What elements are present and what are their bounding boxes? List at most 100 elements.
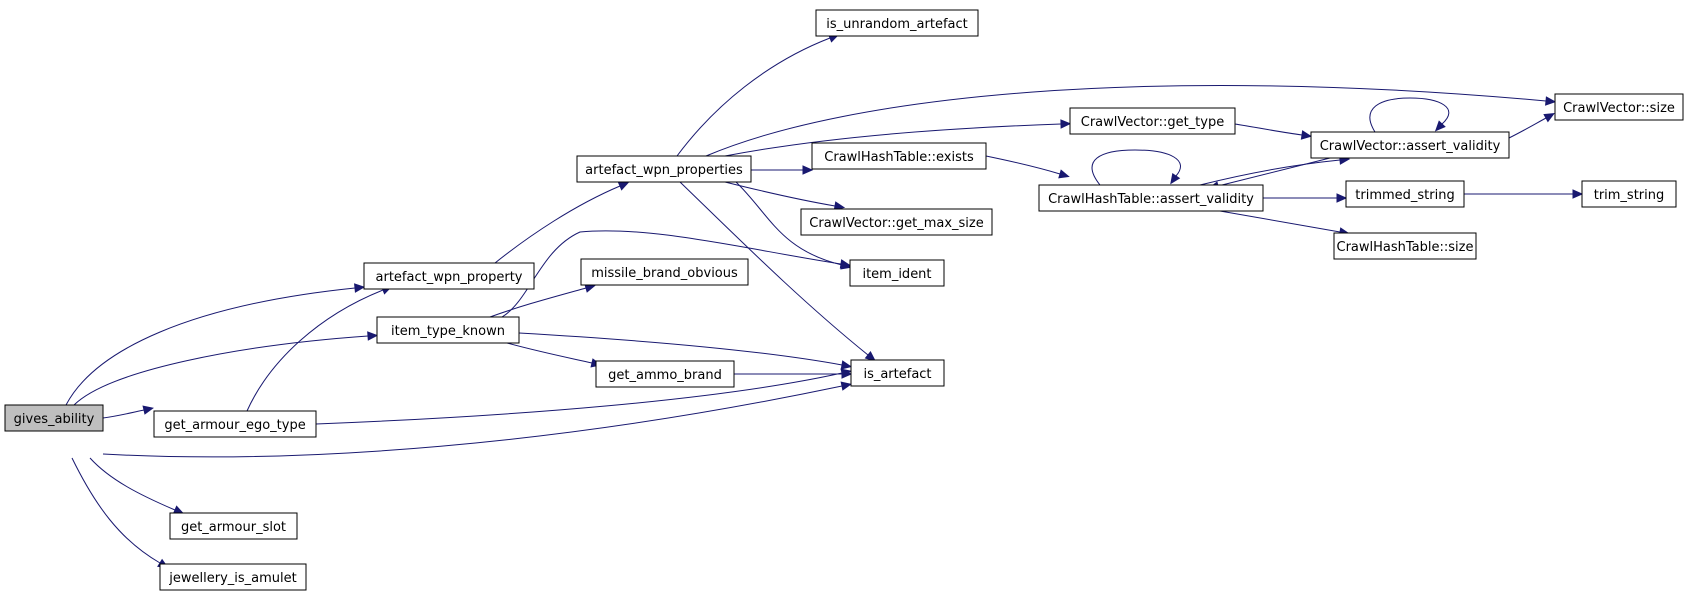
edge-line: [315, 372, 843, 425]
node-jewellery-is-amulet[interactable]: jewellery_is_amulet: [159, 563, 307, 591]
edge-arrowhead: [840, 360, 853, 370]
node-layer: gives_ability artefact_wpn_property item_t…: [4, 9, 1684, 591]
node-label: missile_brand_obvious: [591, 266, 738, 281]
node-crawlhashtable-size[interactable]: CrawlHashTable::size: [1333, 232, 1477, 260]
node-box: [800, 208, 993, 236]
node-get-armour-ego-type[interactable]: get_armour_ego_type: [153, 410, 317, 438]
node-box: [159, 563, 307, 591]
edge-line: [494, 185, 621, 264]
node-box: [153, 410, 317, 438]
edge-arrowhead: [864, 350, 876, 362]
edge-arrowhead: [1543, 112, 1555, 123]
edge-artefact-wpn-property-to-artefact-wpn-properties: [494, 181, 630, 264]
edge-crawlhashtable-assert-validity-to-crawlhashtable-size: [1219, 210, 1351, 237]
edge-line: [102, 409, 145, 419]
edge-line: [1234, 123, 1303, 136]
edge-crawlvector-assert-validity-to-crawlvector-size: [1508, 112, 1555, 139]
node-crawlvector-assert-validity[interactable]: CrawlVector::assert_validity: [1310, 131, 1510, 159]
node-label: CrawlVector::size: [1563, 101, 1675, 116]
edge-line: [102, 385, 843, 458]
edge-arrowhead: [617, 181, 630, 191]
edge-crawlhashtable-assert-validity-to-trimmed-string: [1262, 193, 1348, 203]
node-box: [850, 359, 945, 387]
node-box: [376, 316, 520, 344]
edge-crawlvector-get-type-to-crawlvector-assert-validity: [1234, 123, 1313, 140]
node-item-ident[interactable]: item_ident: [849, 259, 945, 287]
edge-arrowhead: [1060, 119, 1072, 129]
node-label: CrawlVector::get_type: [1081, 115, 1224, 130]
node-box: [1333, 232, 1477, 260]
node-crawlvector-size[interactable]: CrawlVector::size: [1554, 93, 1684, 121]
node-label: trim_string: [1594, 188, 1665, 203]
edge-gives-ability-to-jewellery-is-amulet: [71, 457, 169, 569]
edge-arrowhead: [1058, 169, 1070, 179]
node-box: [363, 262, 535, 290]
node-box: [1581, 180, 1677, 208]
edge-item-type-known-to-get-ammo-brand: [506, 342, 603, 368]
node-missile-brand-obvious[interactable]: missile_brand_obvious: [580, 258, 749, 286]
edge-line: [489, 287, 587, 318]
edge-get-armour-ego-type-to-artefact-wpn-property: [246, 285, 393, 412]
edge-arrowhead: [1545, 96, 1557, 106]
node-label: get_armour_slot: [181, 520, 286, 535]
edge-line: [1199, 159, 1341, 186]
node-crawlhashtable-exists[interactable]: CrawlHashTable::exists: [811, 142, 987, 170]
edge-line: [1217, 157, 1331, 187]
edge-get-armour-ego-type-to-is-artefact: [315, 368, 853, 425]
node-trim-string[interactable]: trim_string: [1581, 180, 1677, 208]
edge-arrowhead: [840, 381, 853, 391]
edge-line: [724, 181, 836, 207]
node-box: [576, 155, 752, 183]
node-box: [849, 259, 945, 287]
node-artefact-wpn-property[interactable]: artefact_wpn_property: [363, 262, 535, 290]
node-box: [595, 360, 735, 388]
node-trimmed-string[interactable]: trimmed_string: [1345, 180, 1465, 208]
node-get-ammo-brand[interactable]: get_ammo_brand: [595, 360, 735, 388]
node-crawlvector-get-type[interactable]: CrawlVector::get_type: [1069, 107, 1236, 135]
node-crawlhashtable-assert-validity[interactable]: CrawlHashTable::assert_validity: [1038, 184, 1264, 212]
edge-gives-ability-to-item-type-known: [73, 331, 379, 406]
node-box: [580, 258, 749, 286]
node-label: CrawlHashTable::exists: [824, 150, 974, 165]
node-label: CrawlVector::assert_validity: [1320, 139, 1501, 154]
node-artefact-wpn-properties[interactable]: artefact_wpn_properties: [576, 155, 752, 183]
edge-arrowhead: [354, 283, 366, 293]
edge-line: [1369, 97, 1450, 133]
edge-arrowhead: [839, 259, 852, 269]
edge-gives-ability-to-artefact-wpn-property: [65, 283, 366, 406]
edge-item-type-known-to-is-artefact: [518, 332, 853, 370]
edge-line: [1219, 210, 1341, 233]
node-box: [4, 404, 104, 432]
edge-line: [705, 84, 1547, 157]
node-label: artefact_wpn_properties: [585, 163, 743, 178]
node-get-armour-slot[interactable]: get_armour_slot: [169, 512, 298, 540]
node-box: [1069, 107, 1236, 135]
node-crawlvector-get-max-size[interactable]: CrawlVector::get_max_size: [800, 208, 993, 236]
edge-line: [985, 155, 1061, 175]
edge-artefact-wpn-properties-to-is-artefact: [679, 181, 876, 362]
edge-trimmed-string-to-trim-string: [1463, 189, 1584, 199]
edge-line: [724, 123, 1062, 157]
edge-crawlhashtable-assert-validity-to-crawlhashtable-assert-validity: [1091, 149, 1181, 186]
node-label: is_unrandom_artefact: [826, 17, 967, 32]
edge-crawlvector-assert-validity-to-crawlvector-assert-validity: [1369, 97, 1450, 133]
edge-line: [73, 335, 369, 406]
edge-line: [676, 37, 831, 157]
node-label: CrawlHashTable::assert_validity: [1048, 192, 1254, 207]
node-is-unrandom-artefact[interactable]: is_unrandom_artefact: [815, 9, 979, 37]
edge-line: [679, 181, 869, 356]
node-gives-ability[interactable]: gives_ability: [4, 404, 104, 432]
edge-layer: [65, 33, 1584, 569]
node-is-artefact[interactable]: is_artefact: [850, 359, 945, 387]
node-label: item_ident: [862, 267, 931, 282]
edge-line: [65, 287, 356, 406]
edge-gives-ability-to-is-artefact: [102, 381, 853, 458]
node-label: get_armour_ego_type: [164, 418, 305, 433]
edge-arrowhead: [1300, 130, 1313, 140]
edge-line: [735, 181, 843, 266]
node-item-type-known[interactable]: item_type_known: [376, 316, 520, 344]
edge-artefact-wpn-properties-to-crawlvector-get-type: [724, 119, 1072, 157]
edge-arrowhead: [367, 331, 379, 341]
node-label: get_ammo_brand: [608, 368, 722, 383]
node-box: [169, 512, 298, 540]
